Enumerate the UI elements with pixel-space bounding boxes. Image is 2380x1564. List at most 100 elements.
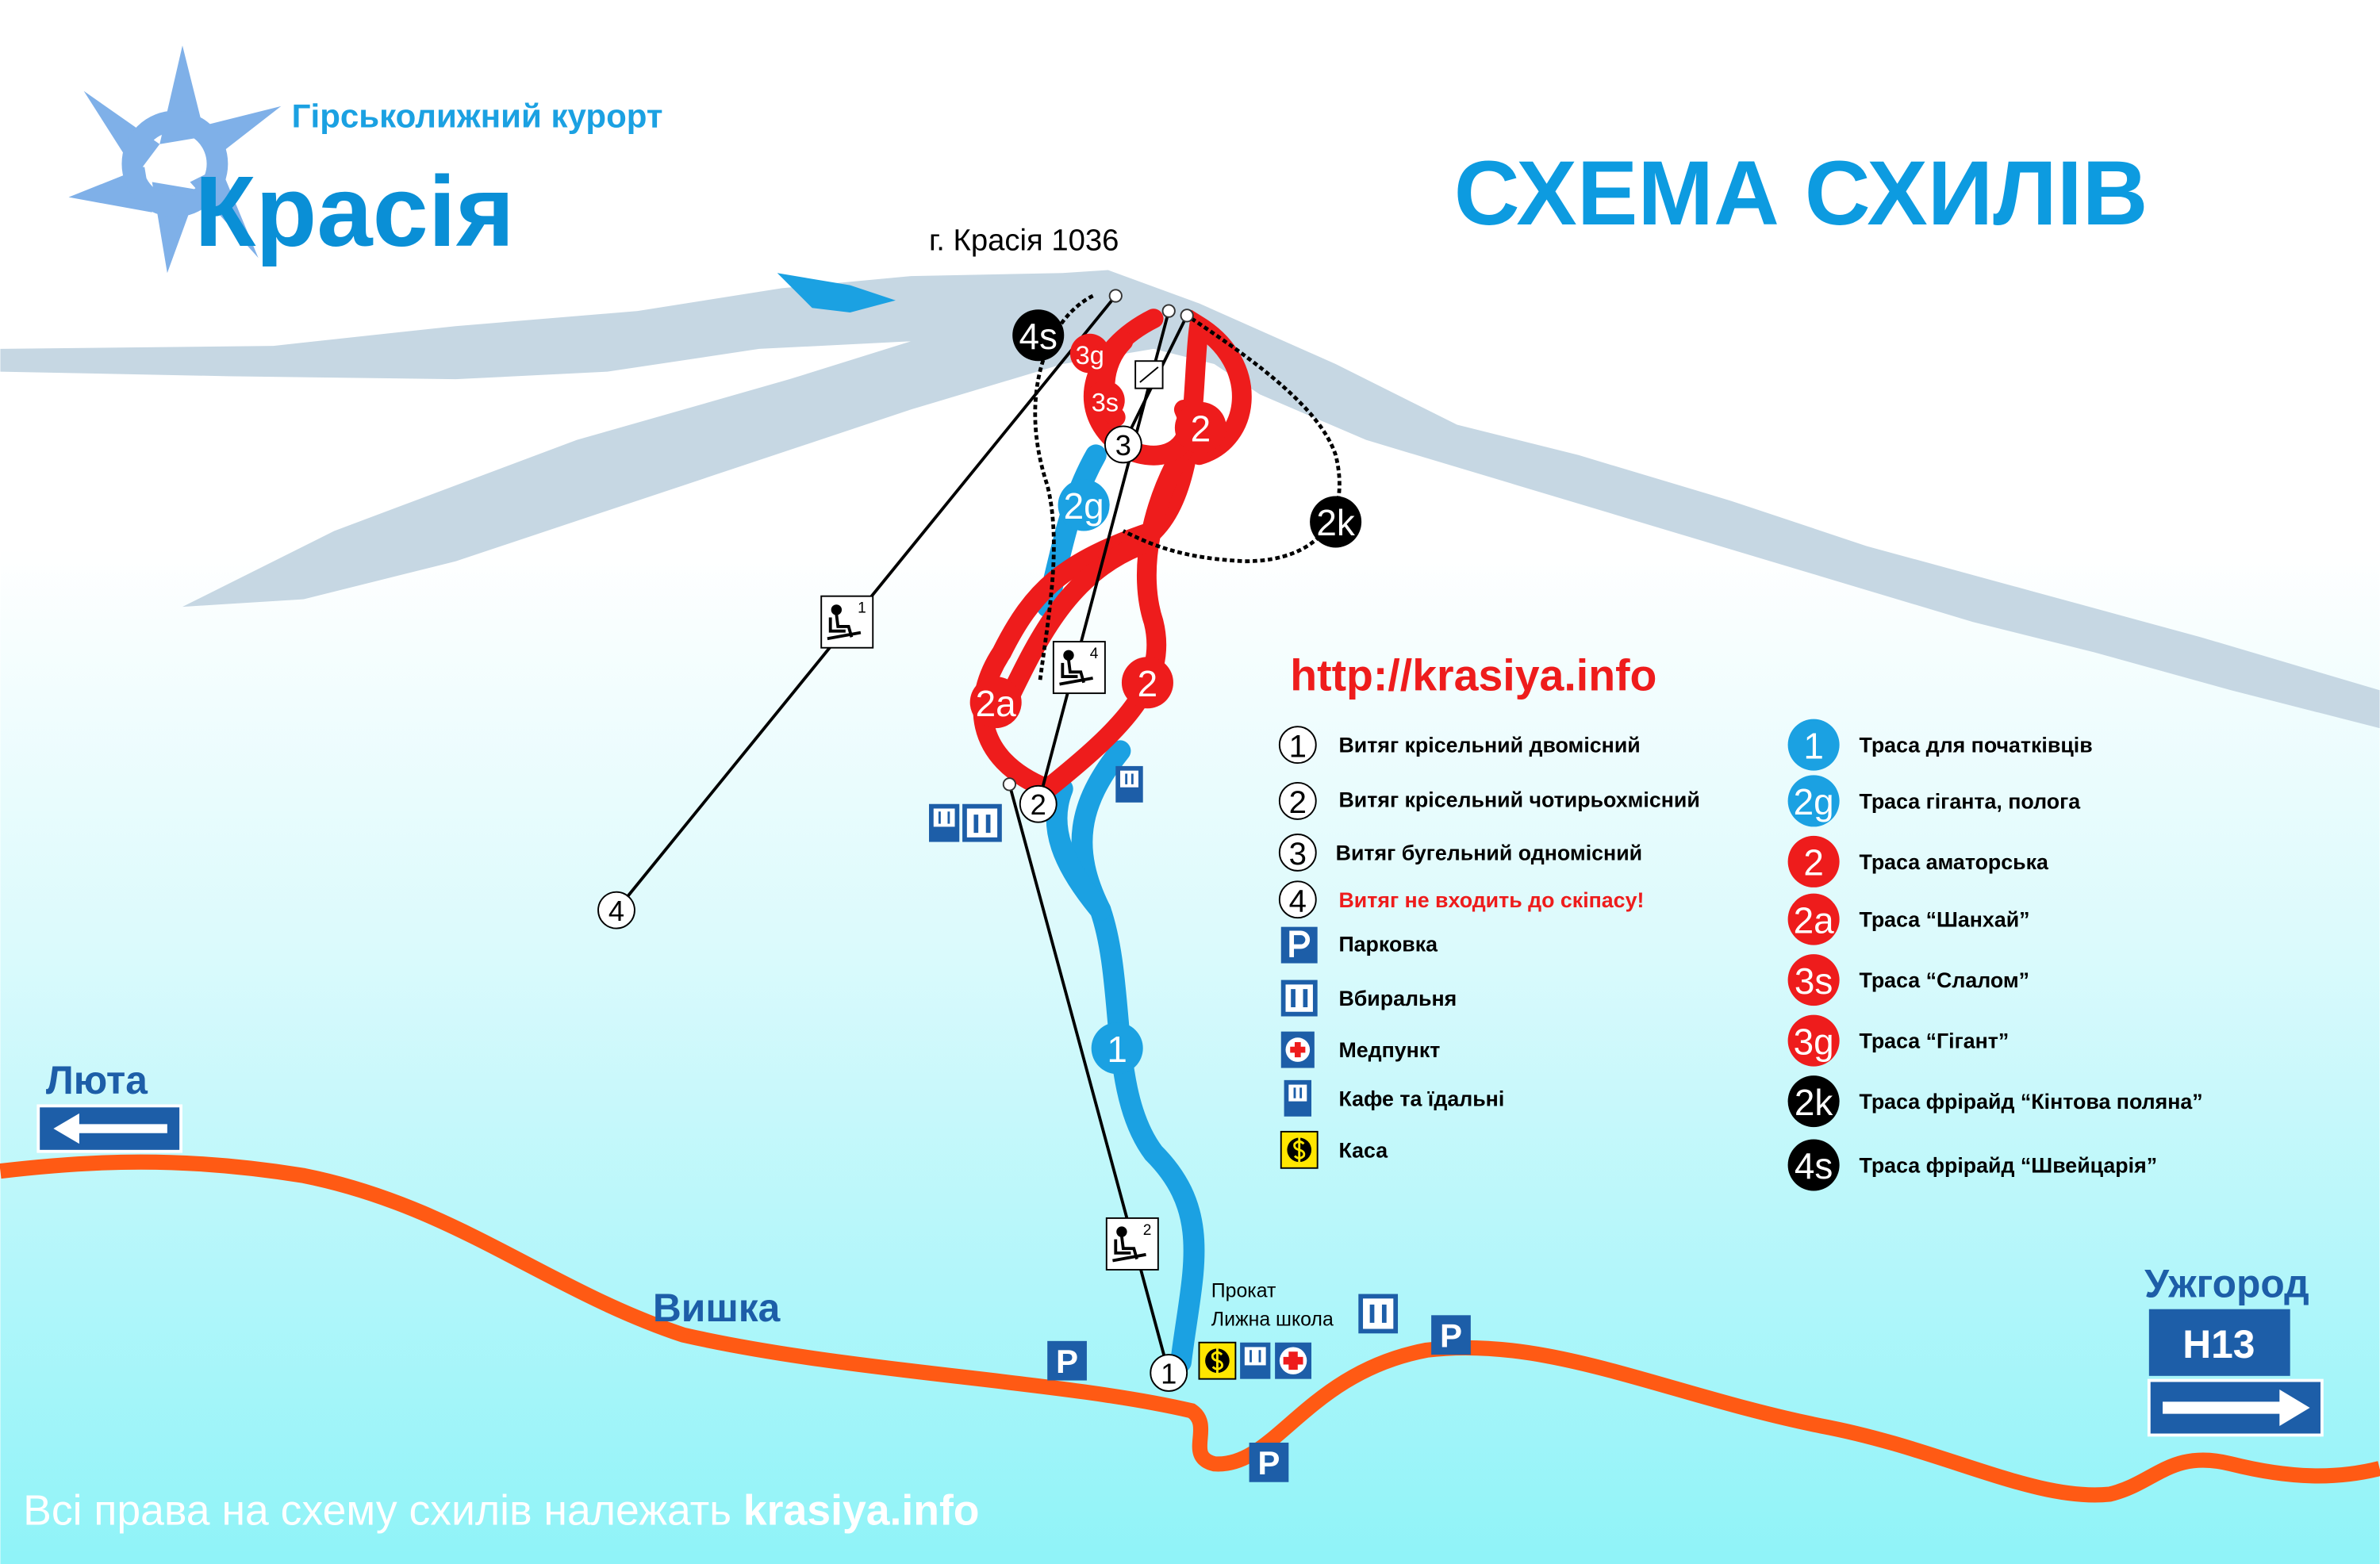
trail-number: 2a: [1794, 899, 1835, 941]
parking-letter: P: [1440, 1317, 1462, 1354]
copyright-text: Всі права на схему схилів належать: [23, 1487, 743, 1534]
trail-badge-icon: [1787, 835, 1840, 887]
trail-badge-icon: [1787, 954, 1840, 1006]
trail-number: 2: [1138, 663, 1158, 704]
trail-number: 3s: [1092, 388, 1119, 416]
legend-label: Траса “Слалом”: [1860, 968, 2030, 992]
lift-number: 4: [608, 895, 624, 927]
legend-label: Витяг крісельний двомісний: [1338, 734, 1640, 757]
legend-label: Вбиральня: [1338, 987, 1457, 1010]
chair-glyph-icon: [827, 604, 862, 641]
legend-label: Кафе та їдальні: [1338, 1087, 1504, 1110]
trail-badge-3g[interactable]: 3g: [1069, 333, 1110, 374]
trail-badge-icon: [1787, 719, 1840, 771]
trail-number: 2: [1803, 842, 1824, 884]
legend-label: Витяг крісельний чотирьохмісний: [1338, 788, 1699, 812]
place-uzhhorod: Ужгород: [2144, 1261, 2309, 1305]
peak-label: г. Красія 1036: [929, 224, 1119, 258]
legend-item: Каса: [1280, 1130, 1388, 1169]
trail-number: 2g: [1794, 781, 1834, 822]
trail-badge-2-top[interactable]: 2: [1174, 401, 1226, 454]
lift-number: 3: [1289, 836, 1307, 872]
lift-number: 2: [1289, 784, 1307, 820]
legend-label: Траса аматорська: [1860, 850, 2050, 874]
arrow-left-sign: [36, 1104, 182, 1153]
rental-label: Прокат: [1211, 1279, 1276, 1301]
trail-badge-icon: [1787, 1139, 1840, 1191]
first-aid-icon: [1275, 1342, 1312, 1379]
trail-badge-2g[interactable]: 2g: [1058, 479, 1110, 531]
legend-item: Парковка: [1280, 926, 1438, 964]
legend-item: 1 Траса для початківців: [1787, 719, 2093, 771]
toilet-icon: [1358, 1294, 1399, 1334]
parking-icon: P: [1431, 1315, 1471, 1355]
lift-number: 1: [1289, 728, 1307, 764]
website-link[interactable]: http://krasiya.info: [1290, 650, 1656, 700]
place-vyshka: Вишка: [653, 1286, 781, 1330]
legend-item: Медпункт: [1280, 1031, 1440, 1068]
legend-label: Медпункт: [1338, 1038, 1440, 1062]
chair-number: 2: [1143, 1222, 1152, 1239]
lift-lines: [615, 294, 1188, 1374]
logo-snowflake-icon: [68, 45, 282, 274]
toilet-icon: [962, 803, 1002, 842]
arrow-right-sign: [2147, 1378, 2324, 1437]
legend-label: Траса для початківців: [1860, 734, 2093, 757]
toilet-icon: [1280, 979, 1318, 1017]
trail-badge-3s[interactable]: 3s: [1085, 381, 1125, 420]
cafe-icon: [1284, 1079, 1312, 1117]
parking-icon: P: [1047, 1340, 1087, 1381]
trail-badge-2k[interactable]: 2k: [1310, 496, 1362, 548]
trail-badge-2a[interactable]: 2a: [969, 677, 1022, 729]
trail-number: 3s: [1795, 960, 1833, 1002]
legend-label: Витяг не входить до скіпасу!: [1338, 888, 1644, 912]
legend-label: Траса фрірайд “Швейцарія”: [1860, 1154, 2158, 1178]
page-title: СХЕМА СХИЛІВ: [1454, 143, 2148, 244]
trail-number: 1: [1107, 1029, 1127, 1070]
legend-item: 2a Траса “Шанхай”: [1787, 893, 2030, 945]
logo-subtitle: Гірськолижний курорт: [292, 98, 663, 135]
lift-number: 2: [1031, 788, 1046, 821]
cafe-icon: [1115, 765, 1143, 803]
parking-icon: P: [1249, 1442, 1289, 1482]
parking-letter: P: [1257, 1444, 1280, 1482]
lift-number: 1: [1161, 1357, 1177, 1390]
draglift-icon: [1134, 360, 1164, 389]
copyright-footer: Всі права на схему схилів належать krasi…: [23, 1487, 979, 1534]
copyright-site[interactable]: krasiya.info: [743, 1487, 980, 1534]
lift-badge-4[interactable]: 4: [597, 891, 635, 930]
legend-label: Витяг бугельний одномісний: [1336, 841, 1643, 865]
lift-top-stations: [1002, 289, 1194, 792]
legend-trails: 1 Траса для початківців 2g Траса гіганта, п…: [1787, 719, 2203, 1191]
trail-badge-4s[interactable]: 4s: [1012, 309, 1065, 362]
road-number-sign: Н13: [2148, 1309, 2290, 1376]
lift-badge-3[interactable]: 3: [1104, 425, 1142, 464]
trail-number: 2k: [1316, 502, 1356, 543]
legend-services: Парковка Вбиральня Медпункт Кафе та їдал…: [1280, 926, 1504, 1169]
cafe-icon: [1240, 1342, 1271, 1379]
legend-label: Траса “Шанхай”: [1860, 908, 2030, 932]
mountain-silhouette: [0, 270, 2380, 729]
trail-badge-1[interactable]: 1: [1091, 1022, 1143, 1075]
trail-number: 3g: [1794, 1021, 1834, 1062]
chairlift-icon-4: 4: [1052, 641, 1106, 695]
place-lyuta: Люта: [46, 1058, 148, 1102]
legend-item: 2 Витяг крісельний чотирьохмісний: [1278, 782, 1700, 820]
trail-badge-icon: [1787, 775, 1840, 827]
trail-number: 2k: [1795, 1082, 1834, 1123]
lift-badge-2[interactable]: 2: [1019, 784, 1058, 823]
trail-badge-icon: [1787, 893, 1840, 945]
trail-number: 1: [1803, 725, 1824, 766]
trail-number: 3g: [1076, 341, 1104, 370]
parking-letter: P: [1056, 1343, 1078, 1380]
trail-number: 4s: [1019, 316, 1057, 357]
lift-badge-1[interactable]: 1: [1150, 1354, 1188, 1392]
legend-item: Вбиральня: [1280, 979, 1457, 1017]
trail-badge-2-lower[interactable]: 2: [1121, 657, 1173, 709]
legend-label: Траса гіганта, пологa: [1860, 789, 2082, 813]
